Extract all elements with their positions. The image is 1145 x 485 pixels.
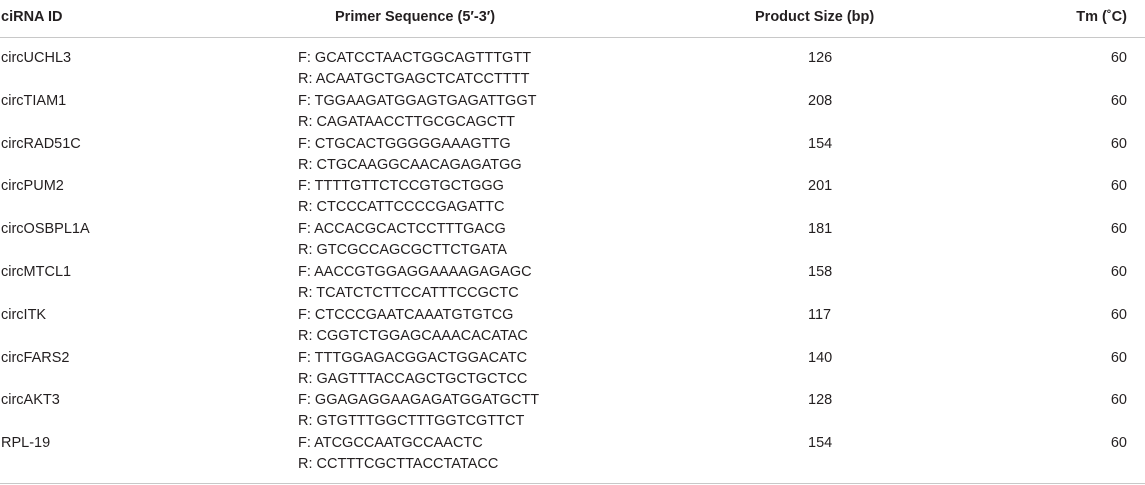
reverse-primer: R: TCATCTCTTCCATTTCCGCTC (298, 284, 519, 301)
forward-primer: F: ATCGCCAATGCCAACTC (298, 435, 483, 452)
reverse-primer: R: CCTTTCGCTTACCTATACC (298, 456, 499, 473)
forward-primer: F: TTTGGAGACGGACTGGACATC (298, 349, 528, 366)
forward-primer: F: TTTTGTTCTCCGTGCTGGG (298, 178, 504, 195)
cirna-id-cell: RPL-19 (1, 435, 51, 452)
table-row: RPL-19 F: ATCGCCAATGCCAACTC R: CCTTTCGCT… (0, 423, 1145, 472)
forward-primer: F: AACCGTGGAGGAAAAGAGAGC (298, 263, 532, 280)
primer-sequence-cell: F: TTTGGAGACGGACTGGACATC R: GAGTTTACCAGC… (298, 348, 527, 390)
table-row: circRAD51C F: CTGCACTGGGGGAAAGTTG R: CTG… (0, 124, 1145, 173)
tm-cell: 60 (1110, 392, 1127, 409)
primer-sequence-cell: F: GCATCCTAACTGGCAGTTTGTT R: ACAATGCTGAG… (298, 48, 531, 90)
forward-primer: F: ACCACGCACTCCTTTGACG (298, 221, 506, 238)
table-row: circPUM2 F: TTTTGTTCTCCGTGCTGGG R: CTCCC… (0, 166, 1145, 215)
reverse-primer: R: GTGTTTGGCTTTGGTCGTTCT (298, 413, 525, 430)
product-size-cell: 181 (808, 221, 833, 238)
tm-cell: 60 (1110, 221, 1127, 238)
product-size-cell: 208 (808, 92, 833, 109)
reverse-primer: R: GAGTTTACCAGCTGCTGCTCC (298, 370, 528, 387)
table-row: circMTCL1 F: AACCGTGGAGGAAAAGAGAGC R: TC… (0, 252, 1145, 301)
reverse-primer: R: GTCGCCAGCGCTTCTGATA (298, 242, 507, 259)
forward-primer: F: TGGAAGATGGAGTGAGATTGGT (298, 92, 537, 109)
table-row: circAKT3 F: GGAGAGGAAGAGATGGATGCTT R: GT… (0, 380, 1145, 429)
table-row: circITK F: CTCCCGAATCAAATGTGTCG R: CGGTC… (0, 295, 1145, 344)
product-size-cell: 158 (808, 263, 833, 280)
product-size-cell: 128 (808, 392, 833, 409)
tm-cell: 60 (1110, 178, 1127, 195)
product-size-cell: 140 (808, 349, 833, 366)
header-primer-sequence: Primer Sequence (5′-3′) (335, 9, 496, 25)
forward-primer: F: CTGCACTGGGGGAAAGTTG (298, 135, 511, 152)
cirna-id-cell: circUCHL3 (1, 50, 72, 66)
reverse-primer: R: ACAATGCTGAGCTCATCCTTTT (298, 71, 530, 87)
forward-primer: F: GCATCCTAACTGGCAGTTTGTT (298, 50, 532, 66)
product-size-cell: 117 (808, 306, 832, 323)
tm-cell: 60 (1110, 135, 1127, 152)
primer-sequence-cell: F: CTCCCGAATCAAATGTGTCG R: CGGTCTGGAGCAA… (298, 305, 528, 347)
tm-cell: 60 (1110, 435, 1127, 452)
forward-primer: F: GGAGAGGAAGAGATGGATGCTT (298, 392, 540, 409)
product-size-cell: 154 (808, 435, 833, 452)
table-row: circUCHL3 F: GCATCCTAACTGGCAGTTTGTT R: A… (0, 38, 1145, 87)
table-bottom-rule (0, 483, 1145, 484)
reverse-primer: R: CTGCAAGGCAACAGAGATGG (298, 156, 522, 173)
tm-cell: 60 (1110, 50, 1127, 66)
tm-cell: 60 (1110, 306, 1127, 323)
reverse-primer: R: CTCCCATTCCCCGAGATTC (298, 199, 505, 216)
primer-sequence-cell: F: GGAGAGGAAGAGATGGATGCTT R: GTGTTTGGCTT… (298, 390, 539, 432)
cirna-id-cell: circPUM2 (1, 178, 64, 195)
cirna-id-cell: circITK (1, 306, 47, 323)
forward-primer: F: CTCCCGAATCAAATGTGTCG (298, 306, 514, 323)
primer-sequence-cell: F: ACCACGCACTCCTTTGACG R: GTCGCCAGCGCTTC… (298, 219, 507, 261)
primer-sequence-cell: F: AACCGTGGAGGAAAAGAGAGC R: TCATCTCTTCCA… (298, 262, 532, 304)
tm-cell: 60 (1110, 349, 1127, 366)
cirna-id-cell: circRAD51C (1, 135, 81, 152)
table-row: circOSBPL1A F: ACCACGCACTCCTTTGACG R: GT… (0, 209, 1145, 258)
tm-cell: 60 (1110, 263, 1127, 280)
tm-cell: 60 (1110, 92, 1127, 109)
primer-sequence-cell: F: TTTTGTTCTCCGTGCTGGG R: CTCCCATTCCCCGA… (298, 176, 504, 218)
header-cirna-id: ciRNA ID (1, 9, 63, 25)
cirna-id-cell: circTIAM1 (1, 92, 67, 109)
product-size-cell: 201 (808, 178, 833, 195)
header-product-size: Product Size (bp) (755, 9, 875, 25)
cirna-id-cell: circMTCL1 (1, 263, 72, 280)
product-size-cell: 154 (808, 135, 833, 152)
cirna-id-cell: circFARS2 (1, 349, 70, 366)
cirna-id-cell: circOSBPL1A (1, 221, 90, 238)
table-body: circUCHL3 F: GCATCCTAACTGGCAGTTTGTT R: A… (0, 38, 1145, 472)
reverse-primer: R: CGGTCTGGAGCAAACACATAC (298, 327, 528, 344)
primer-sequence-cell: F: ATCGCCAATGCCAACTC R: CCTTTCGCTTACCTAT… (298, 433, 498, 475)
reverse-primer: R: CAGATAACCTTGCGCAGCTT (298, 113, 515, 130)
table-row: circFARS2 F: TTTGGAGACGGACTGGACATC R: GA… (0, 338, 1145, 387)
product-size-cell: 126 (808, 50, 833, 66)
table-header: ciRNA ID Primer Sequence (5′-3′) Product… (0, 0, 1145, 38)
primer-sequence-cell: F: TGGAAGATGGAGTGAGATTGGT R: CAGATAACCTT… (298, 91, 536, 133)
table-row: circTIAM1 F: TGGAAGATGGAGTGAGATTGGT R: C… (0, 81, 1145, 130)
cirna-id-cell: circAKT3 (1, 392, 60, 409)
primer-sequence-cell: F: CTGCACTGGGGGAAAGTTG R: CTGCAAGGCAACAG… (298, 134, 522, 176)
header-tm: Tm (˚C) (1076, 9, 1127, 25)
